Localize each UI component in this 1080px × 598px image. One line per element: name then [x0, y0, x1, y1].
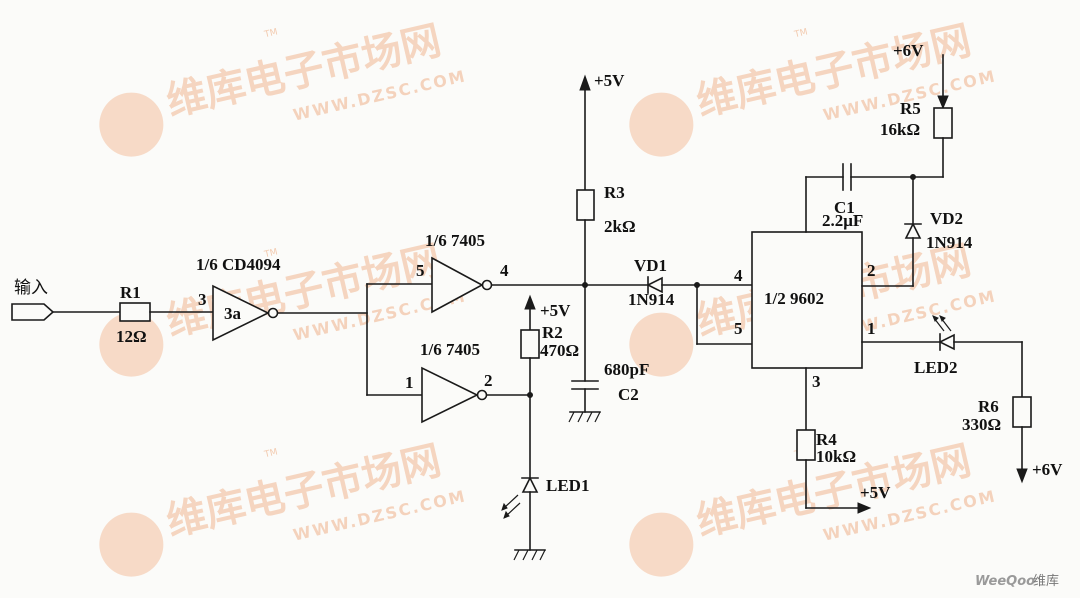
v5-top-label: +5V: [594, 71, 625, 90]
watermark-logo-icon: [629, 92, 694, 157]
resistor-r3: [576, 189, 595, 221]
input-label: 输入: [14, 278, 48, 298]
svg-text:TM: TM: [793, 27, 809, 40]
ic-pin4: 4: [734, 266, 743, 285]
resistor-r6: [1012, 396, 1032, 428]
led1-light-icon: [501, 494, 521, 519]
r5-value: 16kΩ: [880, 120, 920, 139]
watermark-logo-icon: [629, 512, 694, 577]
resistor-r4: [796, 429, 816, 461]
led1: [521, 476, 539, 493]
r6-name: R6: [978, 397, 999, 416]
u3a-part-label: 1/6 CD4094: [196, 255, 281, 274]
r4-value: 10kΩ: [816, 447, 856, 466]
u3a-inner-label: 3a: [224, 304, 242, 323]
ic-pin1: 1: [867, 319, 876, 338]
inv-bottom-part: 1/6 7405: [420, 340, 480, 359]
svg-text:WeeQoo: WeeQoo: [975, 574, 1035, 589]
watermark-logo-icon: [99, 92, 164, 157]
watermark-1: TM 维库电子市场网 WWW.DZSC.COM: [99, 18, 468, 157]
r6-value: 330Ω: [962, 415, 1001, 434]
corner-brand: WeeQoo 维库: [975, 573, 1059, 589]
svg-text:TM: TM: [263, 247, 279, 260]
ground-c2-icon: [568, 411, 601, 423]
inverter-top: [431, 256, 484, 314]
r5-name: R5: [900, 99, 921, 118]
r1-name: R1: [120, 283, 141, 302]
r3-name: R3: [604, 183, 625, 202]
resistor-r5: [933, 107, 953, 139]
watermark-2: TM 维库电子市场网 WWW.DZSC.COM: [629, 18, 998, 157]
ic-9602: [751, 231, 863, 369]
led1-name: LED1: [546, 476, 589, 495]
svg-text:TM: TM: [263, 27, 279, 40]
junction-pin4: [694, 282, 700, 288]
c2-value: 680pF: [604, 360, 649, 379]
buffer-u3a: [212, 284, 270, 342]
watermark-logo-icon: [99, 512, 164, 577]
arrow-5v-top-icon: [579, 74, 591, 91]
c2-name: C2: [618, 385, 639, 404]
vd2-name: VD2: [930, 209, 963, 228]
diode-vd2: [904, 222, 922, 239]
arrow-6v-r5-icon: [937, 95, 949, 110]
inverter-top-bubble: [481, 279, 493, 291]
arrow-5v-r4-icon: [857, 502, 872, 514]
ic-pin5: 5: [734, 319, 743, 338]
v5-r2-label: +5V: [540, 301, 571, 320]
inv-bottom-pin-in: 1: [405, 373, 414, 392]
ic-name: 1/2 9602: [764, 289, 824, 308]
vd2-part: 1N914: [926, 233, 973, 252]
watermark-3: TM 维库电子市场网 WWW.DZSC.COM: [99, 238, 468, 377]
r2-value: 470Ω: [540, 341, 579, 360]
c1-value: 2.2μF: [822, 211, 863, 230]
junction-r2: [527, 392, 533, 398]
led2: [938, 333, 955, 351]
inv-top-part: 1/6 7405: [425, 231, 485, 250]
ic-pin3: 3: [812, 372, 821, 391]
svg-text:TM: TM: [263, 447, 279, 460]
v6-r6-label: +6V: [1032, 460, 1063, 479]
v5-r4-label: +5V: [860, 483, 891, 502]
c1-name: C1: [834, 198, 855, 217]
watermark-logo-icon: [99, 312, 164, 377]
led2-name: LED2: [914, 358, 957, 377]
inverter-bottom: [421, 366, 479, 424]
arrow-6v-r6-icon: [1016, 468, 1028, 484]
junction-r3: [582, 282, 588, 288]
inv-top-pin-out: 4: [500, 261, 509, 280]
inv-bottom-pin-out: 2: [484, 371, 493, 390]
u3a-pin-in: 3: [198, 290, 207, 309]
r2-name: R2: [542, 323, 563, 342]
inv-top-pin-in: 5: [416, 261, 425, 280]
led2-light-icon: [932, 315, 952, 332]
vd1-part: 1N914: [628, 290, 675, 309]
buffer-u3a-bubble: [267, 307, 279, 319]
r3-value: 2kΩ: [604, 217, 636, 236]
vd1-name: VD1: [634, 256, 667, 275]
inverter-bottom-bubble: [476, 389, 488, 401]
svg-text:维库: 维库: [1033, 573, 1059, 589]
watermark-5: TM 维库电子市场网 WWW.DZSC.COM: [99, 438, 468, 577]
resistor-r1: [119, 302, 151, 322]
r4-name: R4: [816, 430, 837, 449]
watermark-logo-icon: [629, 312, 694, 377]
ground-led1-icon: [513, 549, 546, 561]
resistor-r2: [520, 329, 540, 359]
r1-value: 12Ω: [116, 327, 147, 346]
input-connector: [11, 303, 55, 321]
v6-r5-label: +6V: [893, 41, 924, 60]
arrow-5v-r2-icon: [524, 294, 536, 310]
ic-pin2: 2: [867, 261, 876, 280]
